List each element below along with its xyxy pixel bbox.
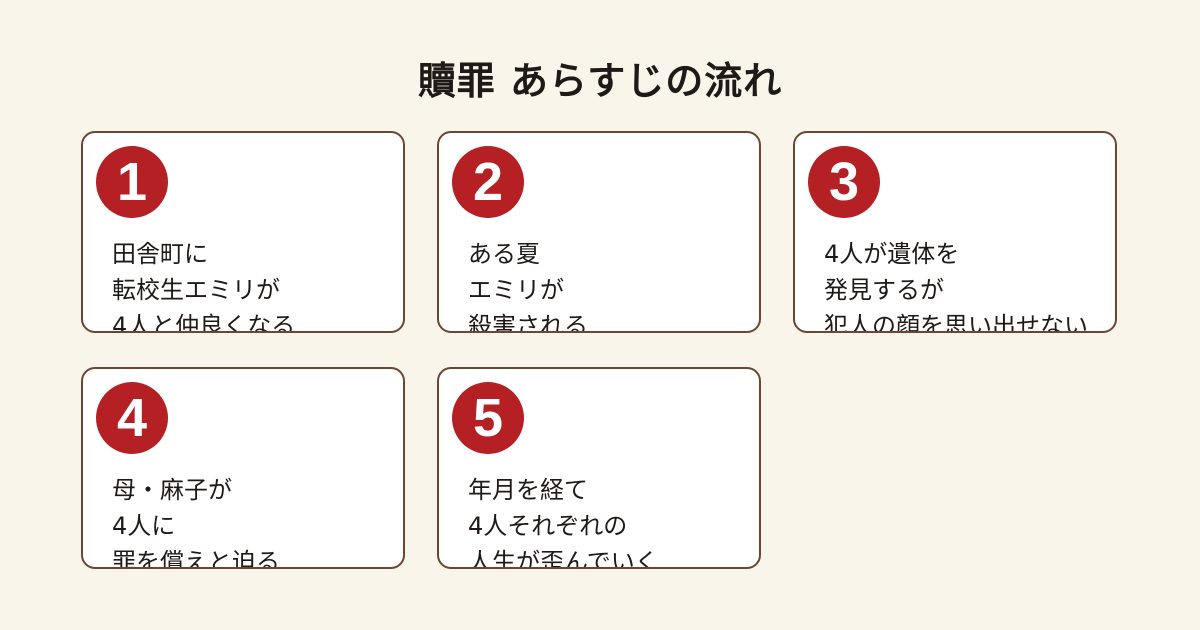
step-text-line: 4人に [112,512,176,540]
step-text-line: 4人が遺体を [824,240,960,268]
step-card-2: 2 ある夏 エミリが 殺害される [437,131,761,333]
step-text-line: 4人それぞれの [468,512,628,540]
step-text: 田舎町に 転校生エミリが 4人と仲良くなる [112,236,296,333]
step-text-line: 人生が歪んでいく [468,548,659,569]
step-text: 母・麻子が 4人に 罪を償えと迫る [112,472,280,569]
step-text: 年月を経て 4人それぞれの 人生が歪んでいく [468,472,659,569]
step-card-3: 3 4人が遺体を 発見するが 犯人の顔を思い出せない [793,131,1117,333]
step-text-line: エミリが [468,276,564,304]
step-number-badge: 4 [96,382,168,454]
step-number-badge: 2 [452,146,524,218]
step-text-line: 犯人の顔を思い出せない [824,312,1088,333]
step-text-line: 田舎町に [112,240,208,268]
step-text-line: 年月を経て [468,476,588,504]
step-text-line: 4人と仲良くなる [112,312,296,333]
step-card-4: 4 母・麻子が 4人に 罪を償えと迫る [81,367,405,569]
step-text: 4人が遺体を 発見するが 犯人の顔を思い出せない [824,236,1088,333]
step-card-1: 1 田舎町に 転校生エミリが 4人と仲良くなる [81,131,405,333]
page-title: 贖罪 あらすじの流れ [417,59,783,103]
step-number-badge: 1 [96,146,168,218]
step-card-5: 5 年月を経て 4人それぞれの 人生が歪んでいく [437,367,761,569]
step-text-line: 殺害される [468,312,588,333]
step-text-line: ある夏 [468,240,540,268]
step-number-badge: 5 [452,382,524,454]
step-number-badge: 3 [808,146,880,218]
step-text-line: 母・麻子が [112,476,232,504]
step-text-line: 罪を償えと迫る [112,548,280,569]
step-text-line: 転校生エミリが [112,276,280,304]
step-text-line: 発見するが [824,276,944,304]
step-text: ある夏 エミリが 殺害される [468,236,588,333]
